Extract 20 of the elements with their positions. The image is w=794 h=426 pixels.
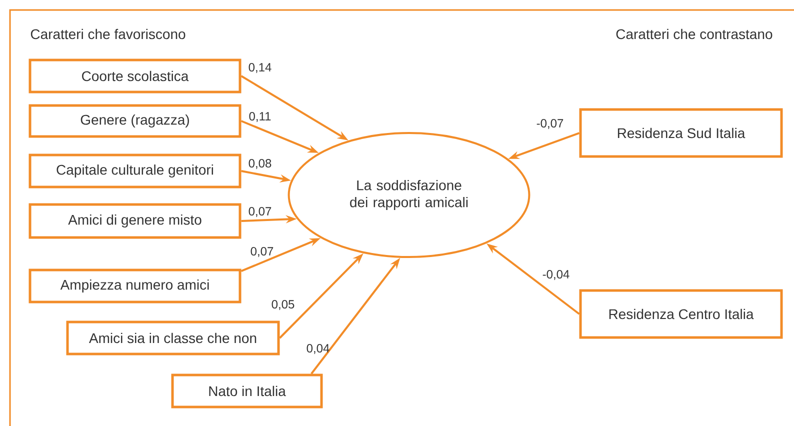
edge-label: 0,14 (248, 63, 272, 73)
edge-label: 0,05 (272, 300, 294, 310)
factor-box: Nato in Italia (171, 374, 323, 408)
factor-box: Ampiezza numero amici (28, 268, 242, 304)
factor-box: Amici di genere misto (28, 203, 242, 239)
section-heading: Caratteri che favoriscono (30, 28, 186, 40)
factor-box: Coorte scolastica (28, 58, 242, 94)
factor-box: Capitale culturale genitori (28, 154, 242, 188)
factor-box: Amici sia in classe che non (66, 320, 280, 356)
edge-label: 0,07 (248, 207, 272, 217)
factor-box: Genere (ragazza) (28, 104, 242, 138)
edge-label: 0,04 (306, 344, 330, 354)
edge-label: 0,08 (248, 159, 272, 169)
factor-box: Residenza Sud Italia (579, 108, 783, 158)
edge-label: -0,04 (542, 270, 570, 280)
edge-label: -0,07 (536, 119, 564, 129)
section-heading: Caratteri che contrastano (616, 28, 772, 40)
edge-label: 0,11 (249, 112, 271, 122)
factor-box: Residenza Centro Italia (579, 289, 783, 339)
edge-label: 0,07 (250, 247, 274, 257)
